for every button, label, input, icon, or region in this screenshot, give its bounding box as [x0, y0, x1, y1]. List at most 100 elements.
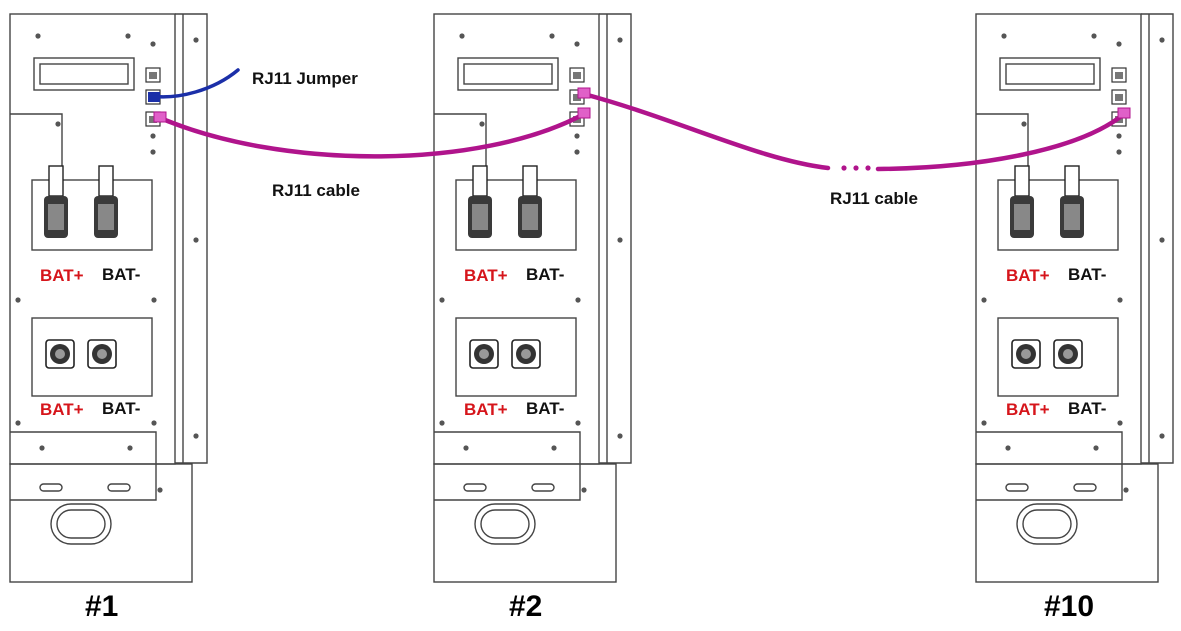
screw: [1093, 445, 1099, 451]
rj11-cable-1-2: [155, 111, 587, 159]
battery-connector-icon: [1060, 165, 1084, 238]
bat-plus-label-upper: BAT+: [40, 266, 84, 285]
battery-unit-1: BAT+ BAT- BAT+ BAT- #1: [9, 13, 208, 623]
screw: [150, 41, 156, 47]
round-terminal-icon: [87, 339, 117, 369]
bat-minus-label-upper: BAT-: [526, 265, 564, 284]
continuation-dot: [853, 165, 859, 171]
screw: [549, 33, 555, 39]
screw: [1005, 445, 1011, 451]
base-handle: [1016, 503, 1078, 545]
round-terminal-icon: [45, 339, 75, 369]
screw: [35, 33, 41, 39]
unit-side-panel: [1141, 13, 1174, 464]
screw: [55, 121, 61, 127]
screw: [581, 487, 587, 493]
unit-side-panel: [175, 13, 208, 464]
bat-minus-label-upper: BAT-: [1068, 265, 1106, 284]
screw: [1117, 420, 1123, 426]
rj11-jumper-cable: [148, 68, 240, 99]
screw: [575, 420, 581, 426]
unit-base: [9, 463, 193, 583]
screw: [1091, 33, 1097, 39]
rj11-port-icon: [145, 67, 161, 83]
screw: [157, 487, 163, 493]
round-terminal-icon: [511, 339, 541, 369]
screw: [150, 133, 156, 139]
battery-connector-icon: [94, 165, 118, 238]
display-window: [999, 57, 1101, 91]
round-terminal-icon: [469, 339, 499, 369]
screw: [574, 133, 580, 139]
screw: [479, 121, 485, 127]
screw: [981, 420, 987, 426]
round-terminal-icon: [1053, 339, 1083, 369]
rj11-cable-2-10-left: [581, 91, 831, 171]
bat-plus-label-upper: BAT+: [464, 266, 508, 285]
bat-minus-label-lower: BAT-: [1068, 399, 1106, 418]
screw: [151, 420, 157, 426]
mount-bracket: [976, 431, 1123, 501]
base-handle: [50, 503, 112, 545]
jumper-plug: [148, 92, 160, 102]
round-terminal-icon: [1011, 339, 1041, 369]
upper-connector-panel: [31, 179, 153, 251]
bat-plus-label-lower: BAT+: [1006, 400, 1050, 419]
bat-minus-label-lower: BAT-: [102, 399, 140, 418]
screw: [193, 433, 199, 439]
screw: [127, 445, 133, 451]
screw: [15, 420, 21, 426]
label-cable-2-10: RJ11 cable: [830, 189, 918, 208]
rj11-plug: [153, 111, 167, 123]
rj11-plug: [577, 107, 591, 119]
rj11-plug: [577, 87, 591, 99]
rj11-port-icon: [1111, 89, 1127, 105]
screw: [151, 297, 157, 303]
screw: [617, 37, 623, 43]
lower-connector-panel: [31, 317, 153, 397]
screw: [439, 297, 445, 303]
rj11-plug: [1117, 107, 1131, 119]
base-handle: [474, 503, 536, 545]
screw: [574, 149, 580, 155]
upper-connector-panel: [997, 179, 1119, 251]
screw: [1021, 121, 1027, 127]
screw: [439, 420, 445, 426]
battery-unit-10: BAT+ BAT- BAT+ BAT- #10: [975, 13, 1174, 623]
unit-number-label: #2: [509, 590, 542, 623]
screw: [1159, 237, 1165, 243]
lower-connector-panel: [455, 317, 577, 397]
screw: [15, 297, 21, 303]
unit-base: [433, 463, 617, 583]
screw: [1117, 297, 1123, 303]
screw: [1001, 33, 1007, 39]
bat-plus-label-lower: BAT+: [40, 400, 84, 419]
unit-number-label: #10: [1044, 590, 1094, 623]
screw: [1116, 133, 1122, 139]
battery-connector-icon: [1010, 165, 1034, 238]
unit-side-panel: [599, 13, 632, 464]
screw: [459, 33, 465, 39]
screw: [193, 37, 199, 43]
screw: [463, 445, 469, 451]
screw: [39, 445, 45, 451]
screw: [193, 237, 199, 243]
screw: [125, 33, 131, 39]
unit-number-label: #1: [85, 590, 118, 623]
rj11-port-icon: [569, 67, 585, 83]
screw: [981, 297, 987, 303]
battery-unit-2: BAT+BAT-BAT+BAT-#2: [433, 13, 632, 623]
screw: [1159, 37, 1165, 43]
bat-plus-label-upper: BAT+: [1006, 266, 1050, 285]
battery-connector-icon: [468, 165, 492, 238]
screw: [150, 149, 156, 155]
screw: [1116, 41, 1122, 47]
continuation-dot: [841, 165, 847, 171]
bat-minus-label-upper: BAT-: [102, 265, 140, 284]
screw: [1116, 149, 1122, 155]
rj11-port-icon: [1111, 67, 1127, 83]
lower-connector-panel: [997, 317, 1119, 397]
screw: [1123, 487, 1129, 493]
label-jumper: RJ11 Jumper: [252, 69, 358, 88]
